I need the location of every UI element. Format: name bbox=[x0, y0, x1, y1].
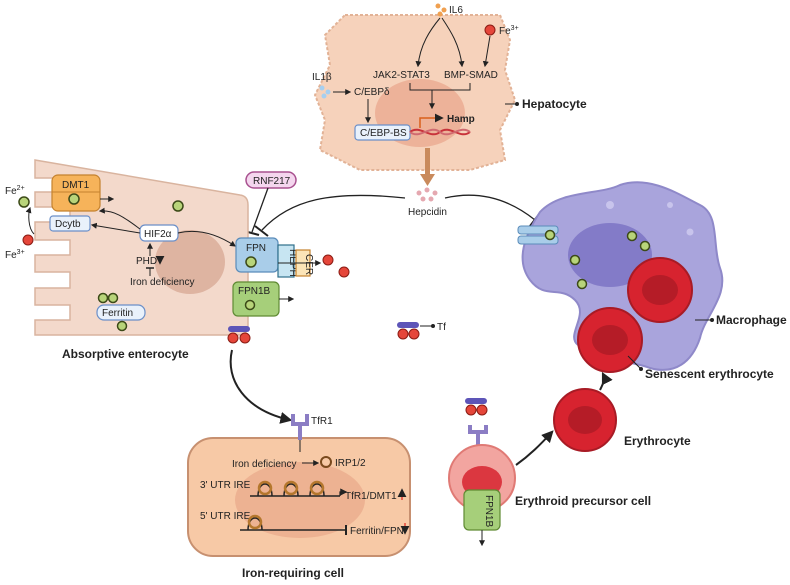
fe3-ion-enterocyte bbox=[22, 234, 34, 246]
cebp-bs-label: C/EBP-BS bbox=[360, 128, 407, 139]
erythrocyte-to-senescent-arrow bbox=[599, 371, 613, 391]
tfr1-dmt1-label: TfR1/DMT1 bbox=[345, 491, 397, 502]
tf-to-iron-cell-arrow bbox=[229, 349, 293, 424]
absorptive-enterocyte: DMT1 Fe2+ Dcytb Fe3+ HIF2α PHD Iron defi… bbox=[5, 159, 350, 361]
hamp-dna bbox=[409, 128, 471, 136]
hepcidin-molecule bbox=[416, 187, 438, 202]
hif2a-to-dcytb-arrow bbox=[90, 222, 141, 234]
precursor-to-erythrocyte-arrow bbox=[515, 430, 554, 466]
utr5-mrna bbox=[240, 514, 347, 535]
utr3-label: 3' UTR IRE bbox=[200, 480, 251, 491]
hepcidin-label: Hepcidin bbox=[408, 207, 447, 218]
iron-requiring-cell: TfR1 Iron deficiency IRP1/2 3' UTR IRE T… bbox=[187, 414, 411, 580]
irp-ring bbox=[320, 456, 332, 468]
hif2a-to-fpn-arrow bbox=[177, 231, 236, 247]
hif2a-label: HIF2α bbox=[144, 229, 172, 240]
enterocyte-nucleus bbox=[155, 230, 225, 294]
ferritin-fpn-label: Ferritin/FPN bbox=[350, 526, 404, 537]
hamp-label: Hamp bbox=[447, 114, 475, 125]
fe2-label: Fe2+ bbox=[5, 185, 25, 197]
phd-label: PHD bbox=[136, 256, 157, 267]
fe-to-bmp-arrow bbox=[482, 35, 491, 68]
hepcidin-secretion-arrow bbox=[425, 148, 430, 176]
fpn1b-label: FPN1B bbox=[238, 286, 271, 297]
stat-smad-bracket bbox=[409, 83, 471, 91]
utr3-mrna bbox=[250, 480, 348, 497]
fe3-ligand-hepatocyte bbox=[484, 24, 496, 36]
dmt1-transporter bbox=[51, 174, 101, 212]
hepcidin-inhibits-enterocyte-fpn bbox=[261, 194, 406, 231]
erythrocyte-label: Erythrocyte bbox=[624, 434, 691, 448]
dmt1-label: DMT1 bbox=[62, 180, 90, 191]
macrophage: Macrophage bbox=[517, 181, 787, 371]
macrophage-label: Macrophage bbox=[716, 313, 787, 327]
hepatocyte-label: Hepatocyte bbox=[522, 97, 587, 111]
exported-iron-2 bbox=[338, 266, 350, 278]
fpn-label: FPN bbox=[246, 243, 266, 254]
precursor-fpn1b-label: FPN1B bbox=[483, 495, 494, 528]
hamp-promoter-arrow bbox=[419, 113, 444, 128]
rnf217-box bbox=[245, 171, 297, 189]
precursor-transferrin bbox=[465, 398, 488, 416]
hif2a-to-dmt1-arrow bbox=[98, 207, 141, 230]
ferritin-box bbox=[96, 304, 146, 321]
dcytb-box bbox=[49, 215, 91, 232]
bmp-smad-label: BMP-SMAD bbox=[444, 70, 498, 81]
hepcidin-inhibits-macrophage-fpn bbox=[444, 194, 536, 221]
iron-cell-label: Iron-requiring cell bbox=[242, 566, 344, 580]
il6-ligand bbox=[435, 3, 447, 17]
iron-cell-nucleus bbox=[235, 462, 365, 538]
cer-label: CER bbox=[303, 254, 314, 275]
macrophage-fpn bbox=[517, 225, 559, 245]
rnf217-inhibits-fpn bbox=[251, 187, 269, 233]
utr5-label: 5' UTR IRE bbox=[200, 511, 251, 522]
fe3-label-hepatocyte: Fe3+ bbox=[499, 25, 519, 37]
heph-box bbox=[277, 244, 295, 278]
senescent-erythrocyte-label: Senescent erythrocyte bbox=[645, 367, 774, 381]
il6-label: IL6 bbox=[449, 5, 463, 16]
jak-stat-label: JAK2-STAT3 bbox=[373, 70, 430, 81]
rnf217-label: RNF217 bbox=[253, 176, 291, 187]
dmt1-iron bbox=[68, 193, 80, 205]
cytosolic-iron bbox=[172, 200, 184, 212]
tf-label: Tf bbox=[437, 322, 446, 333]
fe2-ion bbox=[18, 196, 30, 208]
ferritin-label: Ferritin bbox=[102, 308, 133, 319]
enterocyte-iron-deficiency-label: Iron deficiency bbox=[130, 277, 194, 288]
precursor-tfr1 bbox=[468, 425, 488, 434]
cebp-delta-label: C/EBPδ bbox=[354, 87, 390, 98]
exported-iron-1 bbox=[322, 254, 334, 266]
tfr1-label: TfR1 bbox=[311, 416, 333, 427]
dcytb-label: Dcytb bbox=[55, 219, 81, 230]
fpn-iron bbox=[245, 256, 257, 268]
il1b-label: IL1β bbox=[312, 72, 332, 83]
irp-label: IRP1/2 bbox=[335, 458, 366, 469]
transferrin-enterocyte bbox=[227, 326, 251, 344]
transferrin-free bbox=[397, 322, 420, 340]
fe3-label-enterocyte: Fe3+ bbox=[5, 249, 25, 261]
il6-to-jak-arrow bbox=[415, 17, 441, 68]
enterocyte-label: Absorptive enterocyte bbox=[62, 347, 189, 361]
erythroid-precursor: FPN1B Erythroid precursor cell bbox=[448, 398, 651, 547]
tfr1-receptor bbox=[291, 414, 309, 426]
hepatocyte: IL6 Fe3+ IL1β C/EBPδ JAK2-STAT3 BMP-SMAD… bbox=[312, 3, 587, 171]
iron-cell-iron-deficiency-label: Iron deficiency bbox=[232, 459, 296, 470]
il1b-ligand bbox=[319, 85, 331, 99]
dcytb-reduction-arrow bbox=[25, 206, 35, 235]
il6-to-bmp-arrow bbox=[441, 17, 465, 68]
erythroid-precursor-label: Erythroid precursor cell bbox=[515, 494, 651, 508]
